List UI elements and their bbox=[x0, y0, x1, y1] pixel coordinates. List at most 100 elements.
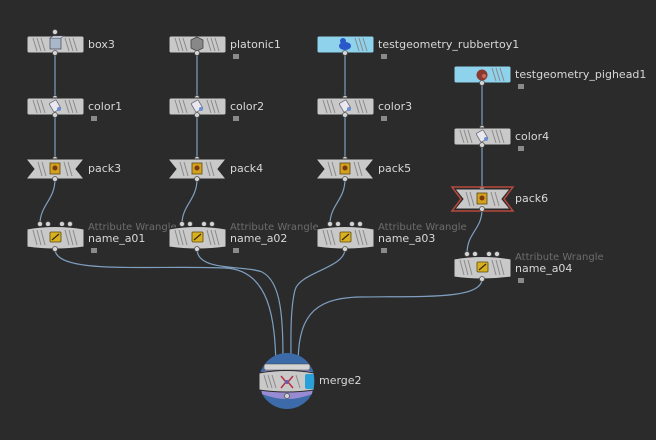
node-label: platonic1 bbox=[230, 38, 281, 51]
input-port[interactable] bbox=[201, 221, 207, 227]
input-bar[interactable] bbox=[263, 363, 311, 371]
display-flag[interactable] bbox=[305, 374, 314, 389]
node-color1[interactable]: color1 bbox=[26, 95, 122, 122]
lock-icon[interactable] bbox=[233, 54, 239, 59]
node-color2[interactable]: color2 bbox=[168, 95, 264, 122]
node-label: box3 bbox=[88, 38, 115, 51]
input-port[interactable] bbox=[327, 221, 333, 227]
node-box3[interactable]: box3 bbox=[26, 29, 115, 56]
node-pack3[interactable]: pack3 bbox=[24, 156, 121, 182]
output-port[interactable] bbox=[194, 50, 200, 56]
node-type-label: Attribute Wrangle bbox=[378, 222, 467, 233]
pack-icon bbox=[49, 162, 61, 175]
output-port[interactable] bbox=[194, 176, 200, 182]
wrangle-icon bbox=[339, 231, 352, 243]
input-port[interactable] bbox=[335, 221, 341, 227]
color-icon bbox=[191, 99, 203, 113]
input-port[interactable] bbox=[349, 221, 355, 227]
node-label: pack6 bbox=[515, 192, 548, 205]
wire-name_a02-merge2[interactable] bbox=[196, 248, 284, 367]
output-port[interactable] bbox=[479, 80, 485, 86]
wire-pack3-name_a01[interactable] bbox=[39, 178, 56, 225]
node-platonic1[interactable]: platonic1 bbox=[168, 35, 281, 59]
node-color4[interactable]: color4 bbox=[453, 125, 549, 152]
lock-icon[interactable] bbox=[381, 248, 387, 253]
output-port[interactable] bbox=[52, 50, 58, 56]
wire-pack5-name_a03[interactable] bbox=[329, 178, 346, 225]
input-port[interactable] bbox=[45, 221, 51, 227]
node-label: name_a02 bbox=[230, 232, 287, 245]
input-port[interactable] bbox=[494, 251, 500, 257]
node-pack6[interactable]: pack6 bbox=[450, 186, 548, 212]
platonic-icon bbox=[190, 36, 204, 52]
input-port[interactable] bbox=[67, 221, 73, 227]
input-port[interactable] bbox=[179, 221, 185, 227]
output-port[interactable] bbox=[284, 393, 290, 399]
node-name-a01[interactable]: Attribute Wrangle name_a01 bbox=[26, 221, 177, 254]
output-port[interactable] bbox=[52, 176, 58, 182]
node-label: color1 bbox=[88, 100, 122, 113]
pack-icon bbox=[191, 162, 203, 175]
wire-pack6-name_a04[interactable] bbox=[466, 208, 483, 255]
color-icon bbox=[49, 99, 61, 113]
input-port[interactable] bbox=[472, 251, 478, 257]
node-merge2[interactable]: merge2 bbox=[258, 353, 362, 409]
output-port[interactable] bbox=[342, 50, 348, 56]
node-label: testgeometry_rubbertoy1 bbox=[378, 38, 519, 51]
node-name-a04[interactable]: Attribute Wrangle name_a04 bbox=[453, 251, 604, 284]
output-port[interactable] bbox=[479, 206, 485, 212]
node-pack5[interactable]: pack5 bbox=[314, 156, 411, 182]
node-color3[interactable]: color3 bbox=[316, 95, 412, 122]
output-port[interactable] bbox=[342, 176, 348, 182]
output-port[interactable] bbox=[194, 112, 200, 118]
node-label: color3 bbox=[378, 100, 412, 113]
output-port[interactable] bbox=[52, 246, 58, 252]
pighead-icon bbox=[476, 69, 488, 81]
output-port[interactable] bbox=[194, 246, 200, 252]
node-label: color2 bbox=[230, 100, 264, 113]
lock-icon[interactable] bbox=[518, 278, 524, 283]
lock-icon[interactable] bbox=[91, 248, 97, 253]
node-name-a03[interactable]: Attribute Wrangle name_a03 bbox=[316, 221, 467, 254]
pack-icon bbox=[339, 162, 351, 175]
merge-icon bbox=[280, 375, 294, 389]
input-port[interactable] bbox=[486, 251, 492, 257]
lock-icon[interactable] bbox=[233, 116, 239, 121]
output-port[interactable] bbox=[479, 276, 485, 282]
output-port[interactable] bbox=[479, 142, 485, 148]
input-port[interactable] bbox=[52, 29, 58, 35]
wire-name_a01-merge2[interactable] bbox=[54, 248, 277, 367]
node-pack4[interactable]: pack4 bbox=[166, 156, 263, 182]
input-port[interactable] bbox=[357, 221, 363, 227]
input-port[interactable] bbox=[464, 251, 470, 257]
lock-icon[interactable] bbox=[233, 248, 239, 253]
wire-pack4-name_a02[interactable] bbox=[181, 178, 198, 225]
input-port[interactable] bbox=[37, 221, 43, 227]
node-label: name_a01 bbox=[88, 232, 145, 245]
output-port[interactable] bbox=[52, 112, 58, 118]
input-port[interactable] bbox=[59, 221, 65, 227]
lock-icon[interactable] bbox=[381, 116, 387, 121]
wire-name_a03-merge2[interactable] bbox=[290, 248, 346, 367]
node-label: testgeometry_pighead1 bbox=[515, 68, 646, 81]
lock-icon[interactable] bbox=[518, 84, 524, 89]
lock-icon[interactable] bbox=[381, 54, 387, 59]
output-port[interactable] bbox=[342, 246, 348, 252]
lock-icon[interactable] bbox=[91, 116, 97, 121]
node-label: pack5 bbox=[378, 162, 411, 175]
node-label: pack3 bbox=[88, 162, 121, 175]
output-port[interactable] bbox=[342, 112, 348, 118]
node-testgeometry-rubbertoy1[interactable]: testgeometry_rubbertoy1 bbox=[316, 35, 519, 59]
node-label: merge2 bbox=[319, 374, 362, 387]
input-port[interactable] bbox=[209, 221, 215, 227]
node-testgeometry-pighead1[interactable]: testgeometry_pighead1 bbox=[453, 65, 646, 89]
node-name-a02[interactable]: Attribute Wrangle name_a02 bbox=[168, 221, 319, 254]
input-port[interactable] bbox=[187, 221, 193, 227]
wires bbox=[39, 53, 483, 367]
wire-name_a04-merge2[interactable] bbox=[297, 278, 483, 367]
box-icon bbox=[49, 35, 65, 50]
lock-icon[interactable] bbox=[518, 146, 524, 151]
wrangle-icon bbox=[191, 231, 204, 243]
rubbertoy-icon bbox=[339, 38, 351, 50]
